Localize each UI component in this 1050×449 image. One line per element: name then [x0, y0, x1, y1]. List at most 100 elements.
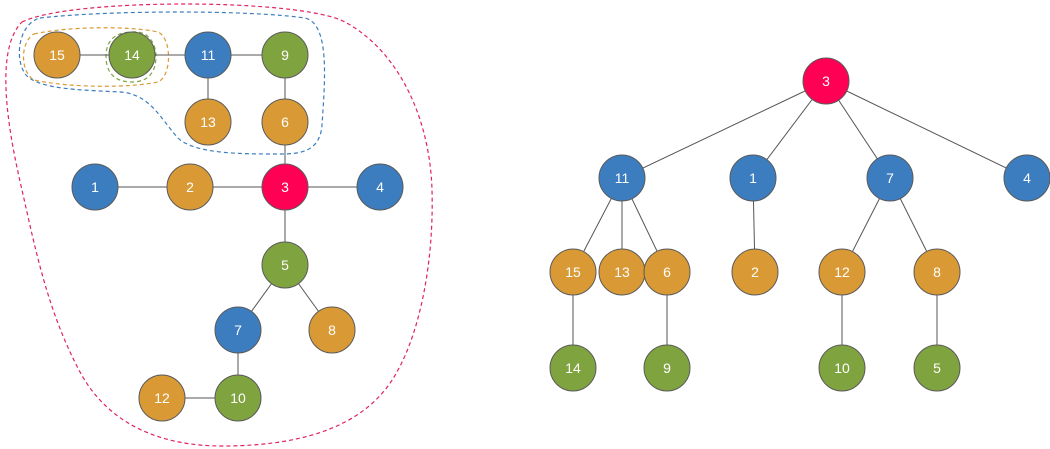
left-node-2-circle [166, 163, 214, 211]
tree-node-9-circle [643, 344, 691, 392]
tree-node-6-circle [643, 248, 691, 296]
left-node-7-circle [214, 306, 262, 354]
left-node-8: 8 [308, 306, 356, 354]
tree-node-4-circle [1003, 154, 1050, 202]
left-node-3-circle [261, 163, 309, 211]
left-node-1-circle [71, 163, 119, 211]
tree-node-12-circle [818, 248, 866, 296]
left-node-3: 3 [261, 163, 309, 211]
left-node-13-label: 13 [200, 114, 216, 130]
tree-node-9-label: 9 [663, 360, 671, 376]
tree-node-11: 11 [598, 154, 646, 202]
tree-node-10-circle [818, 344, 866, 392]
left-node-6-circle [261, 98, 309, 146]
left-node-10-circle [214, 374, 262, 422]
left-node-8-label: 8 [328, 322, 336, 338]
tree-node-3-circle [802, 57, 850, 105]
tree-node-10-label: 10 [834, 360, 850, 376]
left-node-10-label: 10 [230, 390, 246, 406]
tree-node-15-label: 15 [565, 264, 581, 280]
left-node-9: 9 [261, 31, 309, 79]
left-node-13-circle [184, 98, 232, 146]
left-node-5-label: 5 [281, 257, 289, 273]
tree-edge-3-11 [621, 80, 827, 179]
tree-node-7: 7 [866, 154, 914, 202]
tree-node-12-label: 12 [834, 264, 850, 280]
left-node-4-label: 4 [376, 179, 384, 195]
tree-node-3-label: 3 [822, 73, 830, 89]
left-node-11-circle [184, 31, 232, 79]
tree-node-4: 4 [1003, 154, 1050, 202]
tree-node-13: 13 [598, 248, 646, 296]
cluster-outlines [5, 3, 433, 447]
tree-node-8-label: 8 [933, 264, 941, 280]
tree-node-13-label: 13 [614, 264, 630, 280]
left-node-5-circle [261, 241, 309, 289]
left-node-15-label: 15 [49, 47, 65, 63]
tree-node-1-label: 1 [749, 170, 757, 186]
tree-node-5: 5 [913, 344, 961, 392]
left-node-1-label: 1 [91, 179, 99, 195]
left-node-6: 6 [261, 98, 309, 146]
right-tree-edges [572, 80, 1028, 368]
left-node-6-label: 6 [281, 114, 289, 130]
left-node-9-label: 9 [281, 47, 289, 63]
left-node-10: 10 [214, 374, 262, 422]
tree-node-7-circle [866, 154, 914, 202]
left-node-8-circle [308, 306, 356, 354]
tree-node-7-label: 7 [886, 170, 894, 186]
tree-node-14-circle [549, 344, 597, 392]
left-node-2-label: 2 [186, 179, 194, 195]
left-node-12: 12 [138, 374, 186, 422]
left-node-4: 4 [356, 163, 404, 211]
tree-node-4-label: 4 [1023, 170, 1031, 186]
left-node-14: 14 [108, 31, 156, 79]
left-node-12-circle [138, 374, 186, 422]
tree-node-12: 12 [818, 248, 866, 296]
tree-edge-3-4 [825, 80, 1028, 179]
orange-cluster-outline [22, 27, 169, 87]
tree-node-8-circle [913, 248, 961, 296]
tree-node-2: 2 [731, 248, 779, 296]
left-node-13: 13 [184, 98, 232, 146]
tree-node-5-circle [913, 344, 961, 392]
left-node-7: 7 [214, 306, 262, 354]
left-node-15-circle [33, 31, 81, 79]
tree-node-15-circle [549, 248, 597, 296]
outer-cluster-outline [5, 3, 433, 447]
green-cluster-outline [105, 31, 157, 83]
tree-node-8: 8 [913, 248, 961, 296]
left-node-14-circle [108, 31, 156, 79]
tree-node-14-label: 14 [565, 360, 581, 376]
tree-node-3: 3 [802, 57, 850, 105]
tree-node-2-label: 2 [751, 264, 759, 280]
left-node-3-label: 3 [281, 179, 289, 195]
tree-node-6: 6 [643, 248, 691, 296]
tree-node-10: 10 [818, 344, 866, 392]
tree-node-1-circle [729, 154, 777, 202]
left-node-1: 1 [71, 163, 119, 211]
left-node-5: 5 [261, 241, 309, 289]
left-node-11-label: 11 [201, 47, 216, 63]
left-node-11: 11 [184, 31, 232, 79]
tree-node-1: 1 [729, 154, 777, 202]
left-node-14-label: 14 [124, 47, 140, 63]
tree-node-9: 9 [643, 344, 691, 392]
tree-node-11-label: 11 [615, 170, 630, 186]
left-node-12-label: 12 [154, 390, 170, 406]
tree-node-6-label: 6 [663, 264, 671, 280]
left-node-7-label: 7 [234, 322, 242, 338]
tree-node-14: 14 [549, 344, 597, 392]
tree-node-11-circle [598, 154, 646, 202]
left-node-9-circle [261, 31, 309, 79]
tree-node-15: 15 [549, 248, 597, 296]
left-node-4-circle [356, 163, 404, 211]
left-node-15: 15 [33, 31, 81, 79]
tree-node-5-label: 5 [933, 360, 941, 376]
left-node-2: 2 [166, 163, 214, 211]
tree-node-2-circle [731, 248, 779, 296]
